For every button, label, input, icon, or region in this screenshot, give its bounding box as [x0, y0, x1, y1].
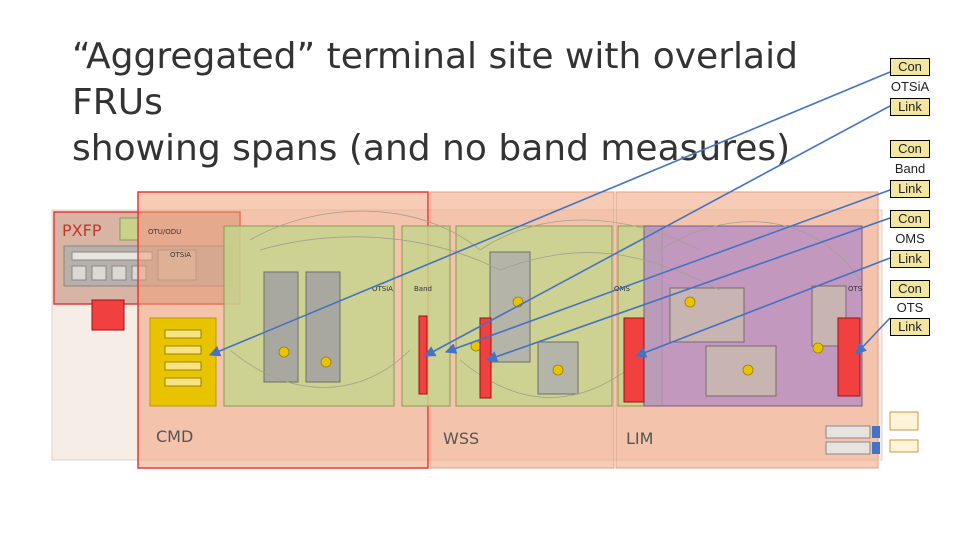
title-line-2: showing spans (and no band measures) [72, 128, 791, 169]
port-nodes [278, 296, 824, 376]
region-label-wss: WSS [443, 429, 479, 448]
arrow-ots-to-lim [855, 317, 891, 355]
label-band: Band [414, 285, 432, 293]
connector-otsia-con: Con [890, 58, 930, 76]
connector-otsia-label: Con OTSiA Link [890, 58, 930, 116]
interconnect-curves [229, 210, 861, 398]
connector-band-con: Con [890, 140, 930, 158]
connector-oms-con: Con [890, 210, 930, 228]
arrow-otsia-to-cmd [208, 71, 891, 357]
label-otsia-mid: OTSiA [372, 285, 393, 293]
region-label-lim: LIM [626, 429, 653, 448]
connector-ots-type: OTS [896, 300, 924, 315]
arrow-oms-2 [634, 257, 891, 358]
connector-oms-label: Con OMS Link [890, 210, 930, 268]
arrow-band-to-wss [444, 189, 891, 354]
label-otu-odu: OTU/ODU [148, 228, 181, 236]
ots-span-marker [837, 317, 861, 397]
arrow-oms-1 [485, 217, 891, 362]
label-ots: OTS [848, 285, 863, 293]
arrow-otsia-to-wss [424, 105, 891, 357]
connector-ots-con: Con [890, 280, 930, 298]
connector-otsia-type: OTSiA [890, 79, 930, 94]
label-otsia-small: OTSiA [170, 251, 191, 259]
wss-card [401, 191, 615, 469]
connector-band-type: Band [894, 161, 926, 176]
oms-span-marker [623, 317, 645, 403]
connector-ots-label: Con OTS Link [890, 280, 930, 336]
connector-band-label: Con Band Link [890, 140, 930, 198]
connector-otsia-link: Link [890, 98, 930, 116]
connector-oms-type: OMS [895, 231, 925, 246]
connector-ots-link: Link [890, 318, 930, 336]
connector-arrows [208, 71, 891, 362]
region-label-cmd: CMD [156, 427, 193, 446]
connector-band-link: Link [890, 180, 930, 198]
band-span-marker [479, 317, 492, 399]
region-label-pxfp: PXFP [62, 221, 102, 240]
connector-oms-link: Link [890, 250, 930, 268]
page-title: “Aggregated” terminal site with overlaid… [72, 34, 892, 172]
pxfp-span-marker [91, 299, 125, 331]
span-markers [91, 299, 861, 403]
title-line-1: “Aggregated” terminal site with overlaid… [72, 36, 798, 123]
peripheral-devices [825, 411, 919, 455]
label-oms: OMS [614, 285, 631, 293]
